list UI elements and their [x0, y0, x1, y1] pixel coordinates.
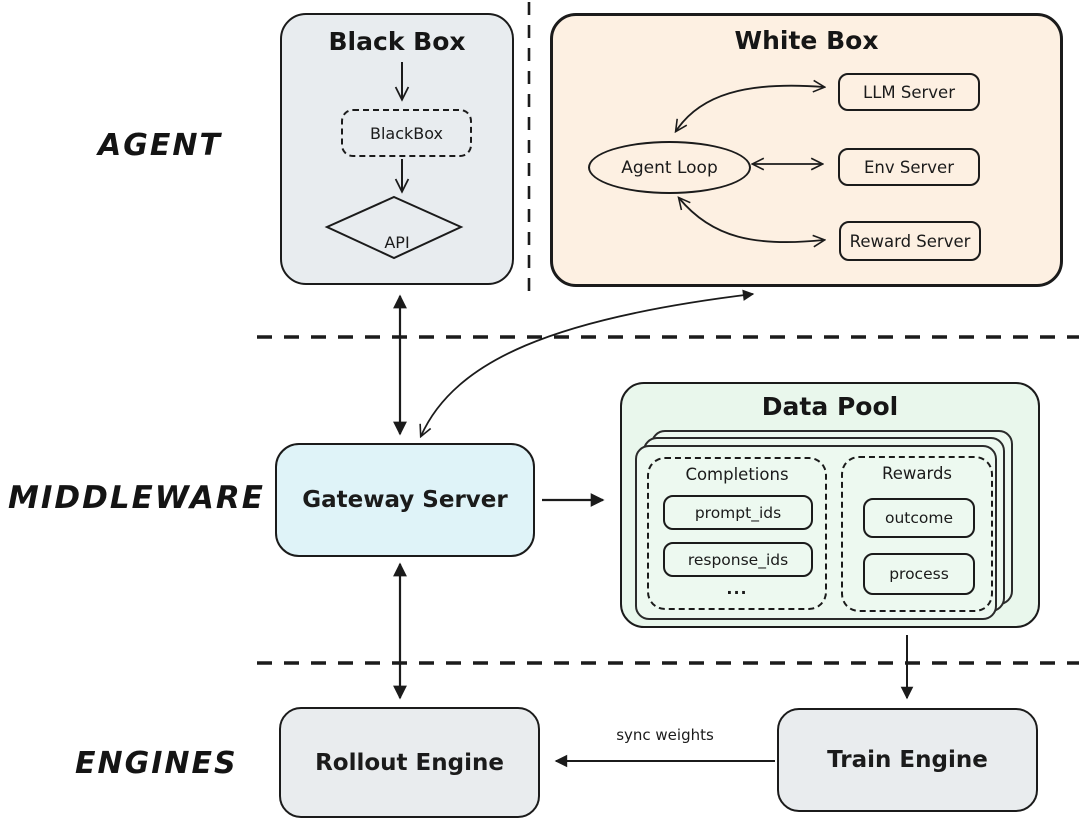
completions-title: Completions — [685, 465, 789, 484]
response-ids-field: response_ids — [663, 542, 813, 577]
agent-loop-node: Agent Loop — [588, 141, 751, 194]
black-box: Black Box BlackBox API — [280, 13, 514, 285]
gateway-server-box: Gateway Server — [275, 443, 535, 557]
black-box-title: Black Box — [328, 27, 466, 56]
section-label-engines: ENGINES — [75, 746, 238, 781]
train-engine-title: Train Engine — [827, 747, 988, 773]
data-pool-box: Data Pool Completions prompt_ids respons… — [620, 382, 1040, 628]
process-field: process — [863, 553, 975, 595]
gateway-server-title: Gateway Server — [302, 487, 508, 513]
prompt-ids-field: prompt_ids — [663, 495, 813, 530]
rewards-title: Rewards — [881, 464, 953, 483]
rewards-group: Rewards outcome process — [841, 456, 993, 612]
rollout-engine-title: Rollout Engine — [315, 749, 504, 776]
train-engine-box: Train Engine — [777, 708, 1038, 812]
completions-ellipsis: ... — [726, 579, 748, 598]
section-label-agent: AGENT — [98, 128, 222, 163]
section-label-middleware: MIDDLEWARE — [8, 480, 265, 516]
white-box-title: White Box — [734, 26, 879, 55]
outcome-field: outcome — [863, 498, 975, 538]
api-node-label: API — [384, 233, 410, 252]
env-server-node: Env Server — [838, 148, 980, 186]
data-card-front: Completions prompt_ids response_ids ... … — [635, 445, 997, 620]
reward-server-node: Reward Server — [839, 221, 981, 261]
white-box: White Box Agent Loop LLM Server Env Serv… — [550, 13, 1063, 287]
data-pool-title: Data Pool — [761, 392, 899, 421]
rollout-engine-box: Rollout Engine — [279, 707, 540, 818]
completions-group: Completions prompt_ids response_ids ... — [647, 457, 827, 610]
blackbox-node: BlackBox — [341, 109, 472, 157]
sync-weights-label: sync weights — [616, 726, 714, 744]
llm-server-node: LLM Server — [838, 73, 980, 111]
